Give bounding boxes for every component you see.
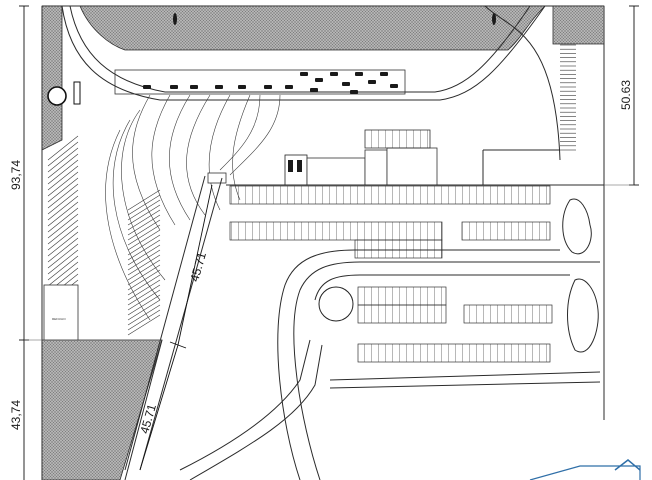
left-building <box>43 284 79 341</box>
dim-left-upper: 93,74 <box>9 160 23 190</box>
swept-paths <box>105 94 281 321</box>
top-right-hatched-area <box>552 5 605 45</box>
inner-roundabout <box>318 286 354 322</box>
roundabout <box>47 81 81 106</box>
right-dimension-line <box>604 5 639 186</box>
left-dimension-line <box>19 5 162 480</box>
building-cluster <box>207 129 438 186</box>
dim-diagonal-upper: 45.71 <box>187 250 209 283</box>
diagonal-stalls <box>47 135 161 336</box>
top-hatched-area <box>79 5 547 51</box>
landscape-islands <box>562 198 599 353</box>
internal-road <box>179 249 601 480</box>
access-road <box>61 5 561 161</box>
fuel-island <box>114 69 406 95</box>
logo <box>529 459 641 480</box>
dim-right-upper: 50.63 <box>619 80 633 110</box>
dim-left-lower: 43,74 <box>9 400 23 430</box>
right-vertical-stalls <box>560 44 576 151</box>
diagonal-dimension <box>124 175 223 471</box>
car-parking-rows <box>229 185 553 363</box>
svg-text:REFUGIO: REFUGIO <box>52 317 66 321</box>
left-hatched-strip <box>41 5 63 151</box>
